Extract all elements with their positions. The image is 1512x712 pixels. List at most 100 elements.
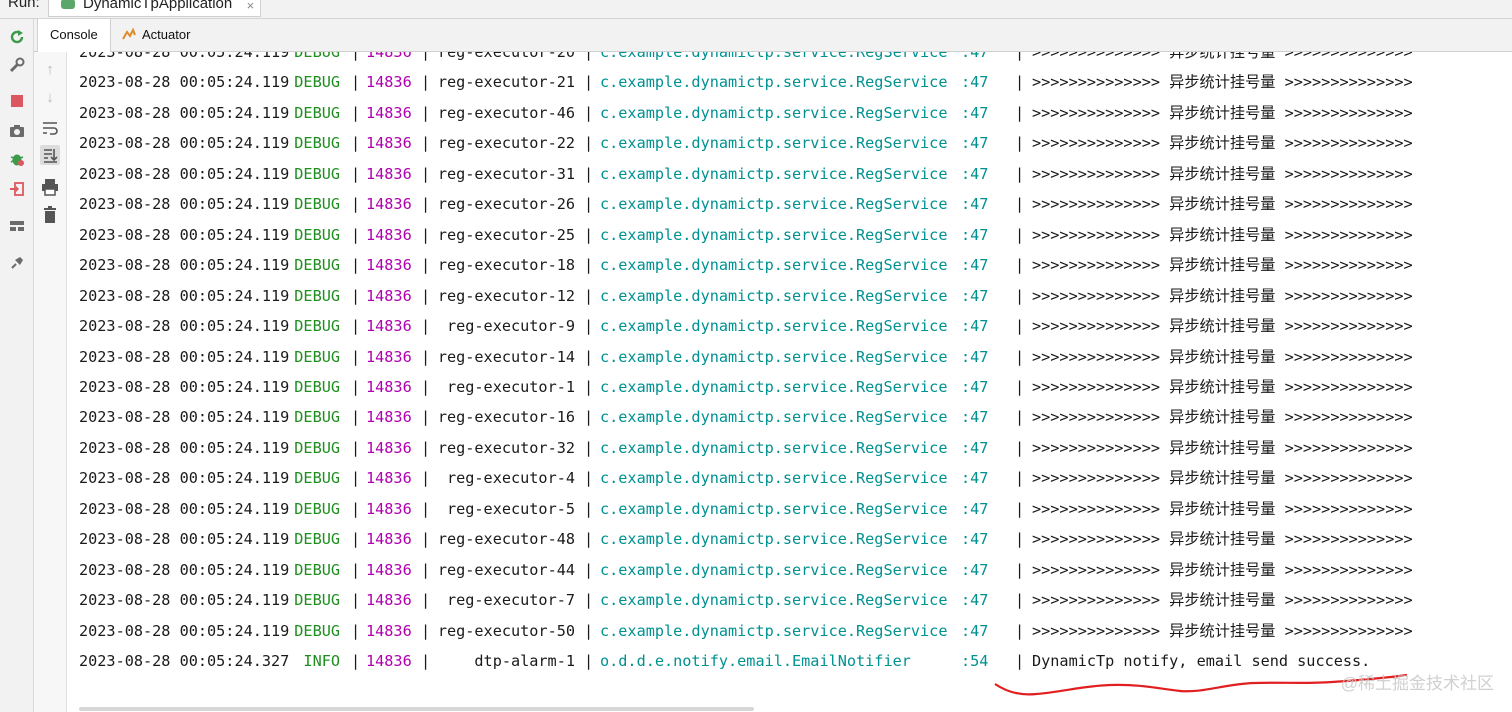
log-line-number: :54 [961, 652, 989, 670]
separator: | [351, 52, 361, 61]
up-arrow-icon[interactable]: ↑ [46, 61, 54, 78]
print-icon[interactable] [40, 177, 60, 197]
separator: | [351, 256, 361, 275]
debug-icon[interactable] [9, 151, 25, 167]
log-level: DEBUG [294, 591, 340, 610]
separator: | [1015, 560, 1025, 579]
log-pid: 14836 [366, 317, 412, 336]
log-thread: reg-executor-32 [437, 438, 575, 457]
separator: | [1015, 73, 1025, 92]
log-timestamp: 2023-08-28 00:05:24.327 [79, 652, 290, 670]
log-class: c.example.dynamictp.service.RegService [600, 52, 948, 61]
separator: | [584, 256, 594, 275]
log-thread: reg-executor-25 [437, 225, 575, 244]
separator: | [584, 225, 594, 244]
log-thread: reg-executor-48 [437, 530, 575, 549]
log-message: >>>>>>>>>>>>>> 异步统计挂号量 >>>>>>>>>>>>>> [1032, 377, 1413, 396]
separator: | [421, 652, 431, 670]
log-level: DEBUG [294, 225, 340, 244]
separator: | [421, 469, 431, 488]
scroll-to-end-icon[interactable] [40, 145, 60, 165]
log-message: >>>>>>>>>>>>>> 异步统计挂号量 >>>>>>>>>>>>>> [1032, 225, 1413, 244]
log-timestamp: 2023-08-28 00:05:24.119 [79, 195, 290, 214]
pin-icon[interactable] [9, 255, 25, 271]
log-class: c.example.dynamictp.service.RegService [600, 499, 948, 518]
separator: | [351, 469, 361, 488]
log-message: >>>>>>>>>>>>>> 异步统计挂号量 >>>>>>>>>>>>>> [1032, 286, 1413, 305]
log-level: DEBUG [294, 286, 340, 305]
separator: | [584, 469, 594, 488]
camera-icon[interactable] [9, 123, 25, 139]
log-line-number: :47 [961, 256, 989, 275]
log-message: >>>>>>>>>>>>>> 异步统计挂号量 >>>>>>>>>>>>>> [1032, 195, 1413, 214]
log-thread: reg-executor-1 [446, 377, 575, 396]
tab-console[interactable]: Console [37, 19, 111, 52]
log-thread: reg-executor-20 [437, 52, 575, 61]
log-message: >>>>>>>>>>>>>> 异步统计挂号量 >>>>>>>>>>>>>> [1032, 560, 1413, 579]
log-level: DEBUG [294, 134, 340, 153]
trash-icon[interactable] [40, 205, 60, 225]
log-message: >>>>>>>>>>>>>> 异步统计挂号量 >>>>>>>>>>>>>> [1032, 438, 1413, 457]
separator: | [351, 286, 361, 305]
separator: | [421, 560, 431, 579]
login-icon[interactable] [9, 181, 25, 197]
separator: | [421, 225, 431, 244]
log-timestamp: 2023-08-28 00:05:24.119 [79, 408, 290, 427]
separator: | [1015, 103, 1025, 122]
log-pid: 14836 [366, 134, 412, 153]
separator: | [351, 225, 361, 244]
separator: | [421, 317, 431, 336]
log-class: c.example.dynamictp.service.RegService [600, 286, 948, 305]
separator: | [351, 530, 361, 549]
log-thread: reg-executor-4 [446, 469, 575, 488]
log-message: >>>>>>>>>>>>>> 异步统计挂号量 >>>>>>>>>>>>>> [1032, 469, 1413, 488]
log-level: DEBUG [294, 195, 340, 214]
log-line-number: :47 [961, 621, 989, 640]
stop-icon[interactable] [9, 93, 25, 109]
rerun-icon[interactable] [9, 29, 25, 45]
separator: | [421, 377, 431, 396]
tab-actuator[interactable]: Actuator [110, 19, 202, 51]
separator: | [421, 134, 431, 153]
spring-boot-icon [61, 0, 75, 10]
separator: | [1015, 256, 1025, 275]
tool-tabs: Console Actuator [34, 19, 1512, 52]
log-thread: reg-executor-12 [437, 286, 575, 305]
log-class: c.example.dynamictp.service.RegService [600, 621, 948, 640]
log-timestamp: 2023-08-28 00:05:24.119 [79, 438, 290, 457]
separator: | [584, 499, 594, 518]
log-level: DEBUG [294, 469, 340, 488]
separator: | [351, 560, 361, 579]
wrench-icon[interactable] [9, 57, 25, 73]
log-line-number: :47 [961, 134, 989, 153]
log-class: c.example.dynamictp.service.RegService [600, 347, 948, 366]
log-thread: reg-executor-50 [437, 621, 575, 640]
soft-wrap-icon[interactable] [40, 118, 60, 138]
separator: | [351, 317, 361, 336]
separator: | [351, 591, 361, 610]
close-icon[interactable]: × [246, 0, 255, 13]
log-line-number: :47 [961, 560, 989, 579]
log-line-number: :47 [961, 286, 989, 305]
down-arrow-icon[interactable]: ↓ [46, 89, 54, 106]
separator: | [584, 317, 594, 336]
log-timestamp: 2023-08-28 00:05:24.119 [79, 347, 290, 366]
separator: | [584, 591, 594, 610]
log-timestamp: 2023-08-28 00:05:24.119 [79, 469, 290, 488]
log-pid: 14836 [366, 621, 412, 640]
separator: | [1015, 286, 1025, 305]
log-class: c.example.dynamictp.service.RegService [600, 469, 948, 488]
log-level: DEBUG [294, 164, 340, 183]
separator: | [584, 408, 594, 427]
layout-icon[interactable] [9, 218, 25, 234]
log-level: DEBUG [294, 256, 340, 275]
log-timestamp: 2023-08-28 00:05:24.119 [79, 225, 290, 244]
log-pid: 14836 [366, 499, 412, 518]
run-config-tab[interactable]: DynamicTpApplication × [48, 0, 262, 17]
log-line-number: :47 [961, 52, 989, 61]
horizontal-scrollbar[interactable] [79, 707, 754, 711]
log-timestamp: 2023-08-28 00:05:24.119 [79, 134, 290, 153]
log-thread: reg-executor-18 [437, 256, 575, 275]
separator: | [351, 438, 361, 457]
